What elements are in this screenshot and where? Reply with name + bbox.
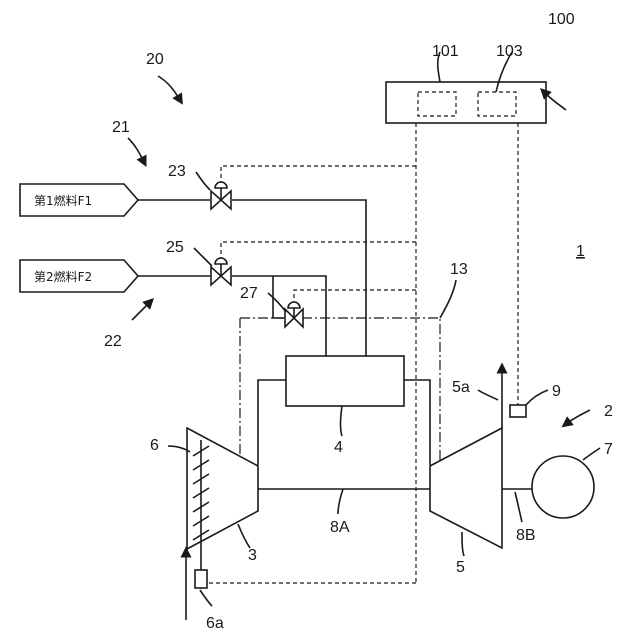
ref-20: 20 — [146, 51, 164, 68]
fuel-supply-lines — [135, 200, 366, 356]
ref-5: 5 — [456, 559, 465, 576]
ref-13: 13 — [450, 261, 468, 278]
ref-9: 9 — [552, 383, 561, 400]
ref-27: 27 — [240, 285, 258, 302]
generator — [532, 456, 594, 518]
controller-box — [386, 82, 546, 123]
ref-4: 4 — [334, 439, 343, 456]
ref-8B: 8B — [516, 527, 536, 544]
fuel-tank-2: 第2燃料F2 — [20, 260, 138, 292]
ref-1: 1 — [576, 243, 585, 260]
ref-2: 2 — [604, 403, 613, 420]
ref-25: 25 — [166, 239, 184, 256]
ref-3: 3 — [248, 547, 257, 564]
fuel-tank-1-label: 第1燃料F1 — [34, 193, 92, 208]
combustor — [286, 356, 404, 406]
compressor — [187, 428, 258, 549]
exhaust-sensor — [510, 405, 526, 417]
ref-23: 23 — [168, 163, 186, 180]
ref-8A: 8A — [330, 519, 350, 536]
ref-6a: 6a — [206, 615, 224, 632]
ref-103: 103 — [496, 43, 523, 60]
ref-22: 22 — [104, 333, 122, 350]
ref-6: 6 — [150, 437, 159, 454]
turbine — [430, 428, 502, 548]
valve-23-icon — [211, 182, 231, 209]
valve-27-icon — [285, 302, 303, 327]
ref-5a: 5a — [452, 379, 470, 396]
fuel-tank-2-label: 第2燃料F2 — [34, 269, 92, 284]
valve-25-icon — [211, 258, 231, 285]
ref-7: 7 — [604, 441, 613, 458]
igv-actuator — [195, 570, 207, 588]
fuel-tank-1: 第1燃料F1 — [20, 184, 138, 216]
ref-21: 21 — [112, 119, 130, 136]
ref-101: 101 — [432, 43, 459, 60]
ref-100: 100 — [548, 11, 575, 28]
